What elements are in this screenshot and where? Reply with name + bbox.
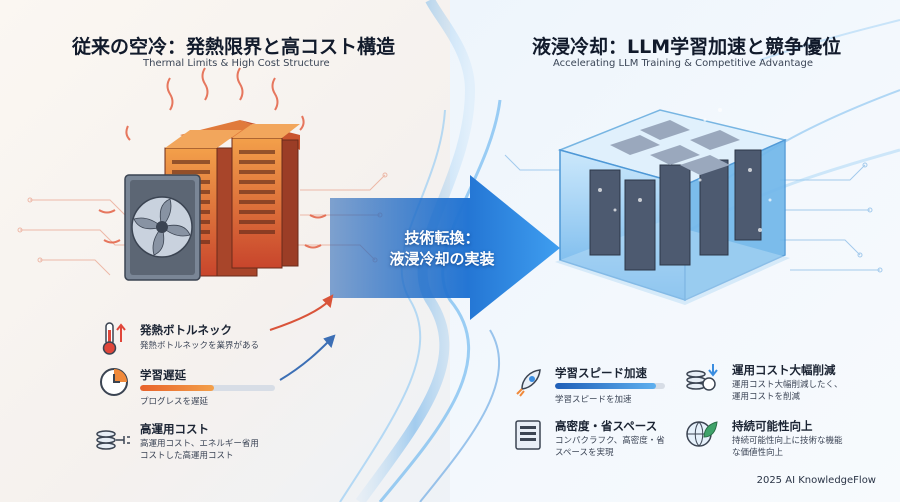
speed-progress-fill <box>555 383 657 389</box>
transition-arrow-shape <box>330 175 560 320</box>
item-density-desc: コンパクラフク、高密度・省 スペースを実現 <box>555 436 665 458</box>
thermometer-icon <box>98 320 130 360</box>
rocket-icon <box>512 365 546 403</box>
item-speed-label: 学習スピード加速 <box>555 366 647 380</box>
hot-server-cluster <box>98 67 327 281</box>
item-training-delay-label: 学習遅延 <box>140 368 186 382</box>
training-delay-progress <box>140 385 275 391</box>
left-subtitle: Thermal Limits & High Cost Structure <box>143 58 330 69</box>
transition-line-1: 技術転換： <box>404 229 480 247</box>
item-training-delay-desc: プログレスを遅延 <box>140 397 209 407</box>
trend-arrows <box>269 294 336 381</box>
footer-credit: 2025 AI KnowledgeFlow <box>756 475 876 486</box>
leaf-globe-icon <box>684 417 718 455</box>
item-cost-reduction-desc: 運用コスト大幅削減したく、 運用コストを削減 <box>732 380 843 402</box>
item-high-cost-label: 高運用コスト <box>140 422 209 436</box>
left-circuit-traces <box>17 172 388 276</box>
coins-plug-icon <box>94 424 132 458</box>
item-thermal-bottleneck-desc: 発熱ボトルネックを業界がある <box>140 341 260 351</box>
speed-progress <box>555 383 665 389</box>
transition-line-2: 液浸冷却の実装 <box>389 250 495 268</box>
transition-arrow-label: 技術転換： 液浸冷却の実装 <box>372 228 512 270</box>
right-circuit-traces <box>504 154 883 273</box>
item-thermal-bottleneck-label: 発熱ボトルネック <box>140 323 232 337</box>
left-title: 従来の空冷：発熱限界と高コスト構造 <box>72 36 396 58</box>
server-rack-icon <box>512 418 544 456</box>
tank-rack-tops <box>610 120 740 175</box>
item-high-cost-desc: 高運用コスト、エネルギー省用 コストした高運用コスト <box>140 439 259 461</box>
right-title: 液浸冷却：LLM学習加速と競争優位 <box>532 36 842 58</box>
item-density-label: 高密度・省スペース <box>555 419 658 433</box>
item-speed-desc: 学習スピードを加速 <box>555 395 632 405</box>
item-cost-reduction-label: 運用コスト大幅削減 <box>732 363 836 377</box>
coins-down-icon <box>684 360 720 398</box>
clock-icon <box>98 366 130 402</box>
immersion-tank <box>555 108 790 305</box>
training-delay-progress-fill <box>140 385 215 391</box>
right-subtitle: Accelerating LLM Training & Competitive … <box>553 58 814 69</box>
item-sustainability-label: 持続可能性向上 <box>732 419 813 433</box>
item-sustainability-desc: 持続可能性向上に技術な機能 な価値性向上 <box>732 436 843 458</box>
